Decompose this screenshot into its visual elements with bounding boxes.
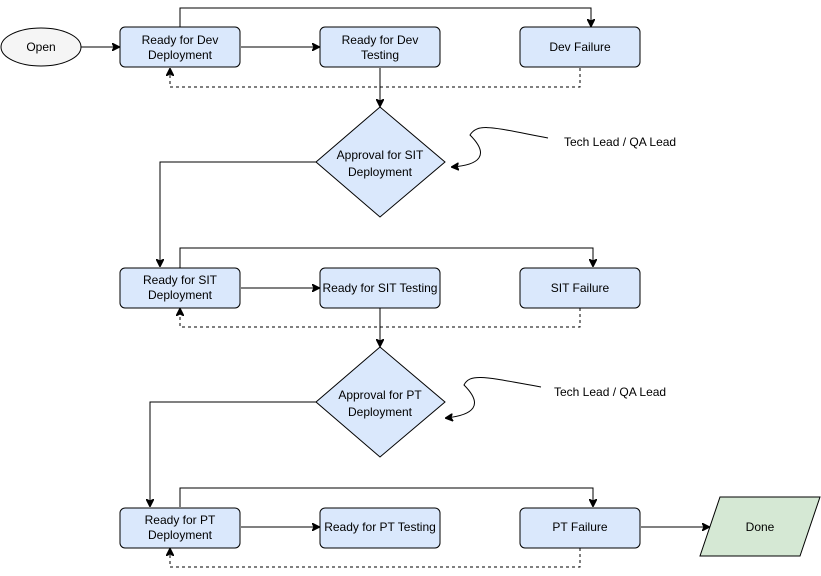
- node-dev-failure[interactable]: Dev Failure: [519, 26, 641, 68]
- pt-approver-note: Tech Lead / QA Lead: [554, 385, 666, 399]
- node-pt-deployment[interactable]: Ready for PT Deployment: [119, 507, 241, 549]
- node-pt-approval-line2: Deployment: [348, 405, 413, 419]
- node-sit-deployment-line1: Ready for SIT: [143, 273, 218, 287]
- node-dev-deployment-line2: Deployment: [148, 48, 213, 62]
- node-done-label: Done: [746, 520, 775, 534]
- edge-sit-approval-to-sit-deployment: [160, 161, 316, 266]
- edge-pt-failure-return: [170, 548, 581, 568]
- node-sit-testing[interactable]: Ready for SIT Testing: [319, 267, 441, 309]
- edge-pt-deployment-to-pt-failure: [179, 487, 593, 507]
- node-sit-failure-label: SIT Failure: [551, 281, 610, 295]
- node-pt-deployment-line2: Deployment: [148, 528, 213, 542]
- node-open-label: Open: [26, 40, 55, 54]
- node-pt-testing[interactable]: Ready for PT Testing: [319, 507, 441, 549]
- node-sit-approval[interactable]: Approval for SIT Deployment: [315, 106, 446, 218]
- node-pt-failure-label: PT Failure: [552, 520, 607, 534]
- node-dev-testing-line1: Ready for Dev: [342, 33, 419, 47]
- pt-approver-connector: [446, 376, 542, 418]
- sit-approver-connector: [452, 127, 549, 167]
- node-dev-testing-line2: Testing: [361, 48, 399, 62]
- node-pt-failure[interactable]: PT Failure: [519, 507, 641, 549]
- edge-dev-failure-return: [170, 68, 581, 88]
- node-sit-approval-line1: Approval for SIT: [337, 148, 424, 162]
- node-dev-testing[interactable]: Ready for Dev Testing: [319, 26, 441, 68]
- node-sit-failure[interactable]: SIT Failure: [519, 267, 641, 309]
- sit-approver-note: Tech Lead / QA Lead: [564, 135, 676, 149]
- node-open[interactable]: Open: [0, 27, 82, 67]
- node-done[interactable]: Done: [699, 496, 821, 557]
- node-dev-deployment[interactable]: Ready for Dev Deployment: [119, 26, 241, 68]
- node-dev-failure-label: Dev Failure: [549, 40, 611, 54]
- node-sit-deployment-line2: Deployment: [148, 288, 213, 302]
- node-sit-approval-line2: Deployment: [348, 165, 413, 179]
- node-dev-deployment-line1: Ready for Dev: [142, 33, 219, 47]
- node-pt-approval-line1: Approval for PT: [338, 388, 422, 402]
- edge-sit-deployment-to-sit-failure: [179, 247, 593, 268]
- node-sit-testing-label: Ready for SIT Testing: [323, 281, 438, 295]
- node-pt-deployment-line1: Ready for PT: [145, 513, 216, 527]
- node-pt-approval[interactable]: Approval for PT Deployment: [315, 346, 446, 458]
- edge-pt-approval-to-pt-deployment: [150, 401, 316, 506]
- node-sit-deployment[interactable]: Ready for SIT Deployment: [119, 267, 241, 309]
- node-pt-testing-label: Ready for PT Testing: [324, 520, 436, 534]
- edge-dev-deployment-to-dev-failure: [179, 7, 591, 27]
